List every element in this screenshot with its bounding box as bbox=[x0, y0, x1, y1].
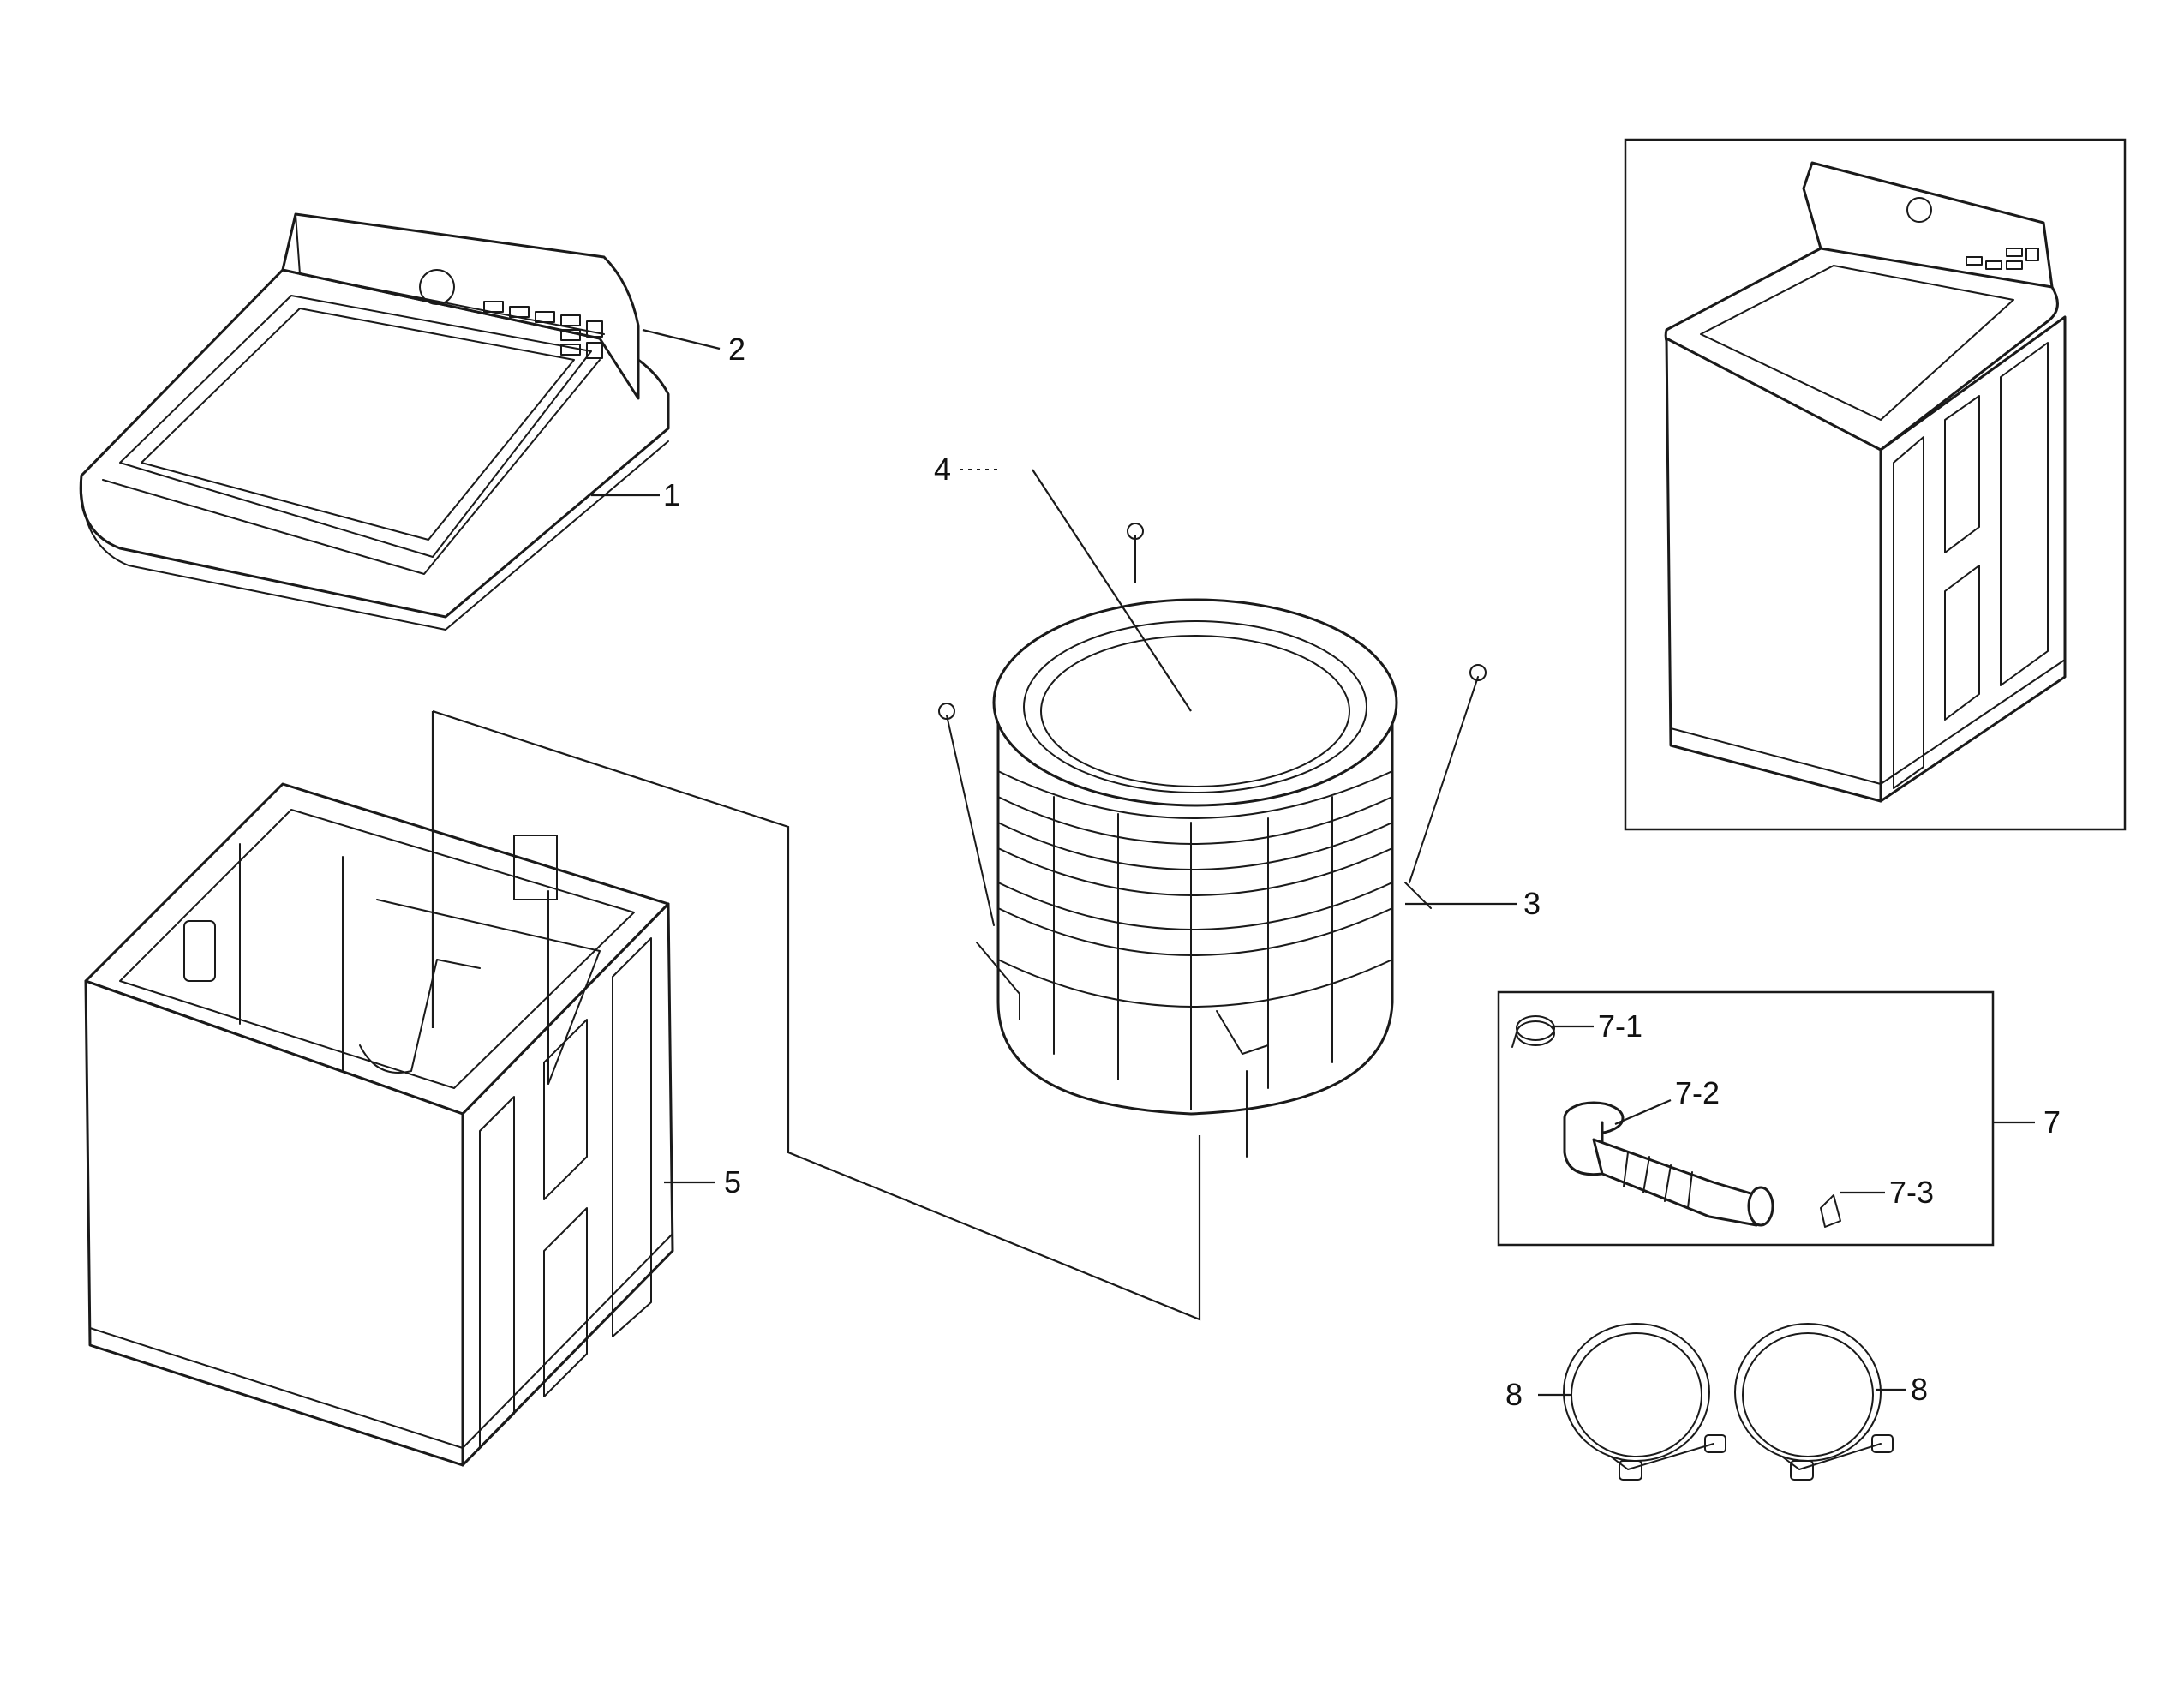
drain-hose-icon bbox=[1563, 1101, 1774, 1227]
callout-7-1: 7-1 bbox=[1598, 1008, 1642, 1044]
washer-tub-assembly-icon[interactable] bbox=[938, 523, 1487, 1158]
leader-2 bbox=[642, 328, 721, 350]
leader-7-2 bbox=[1614, 1098, 1672, 1126]
callout-8-left: 8 bbox=[1505, 1377, 1523, 1412]
washer-assembled-icon bbox=[1664, 161, 2067, 803]
washer-cabinet-icon[interactable] bbox=[84, 782, 674, 1467]
callout-7-2: 7-2 bbox=[1675, 1075, 1720, 1110]
control-panel-icon[interactable] bbox=[281, 212, 640, 400]
callout-3: 3 bbox=[1523, 886, 1541, 921]
washer-top-cover-icon[interactable] bbox=[79, 268, 670, 631]
callout-1: 1 bbox=[663, 477, 680, 512]
callout-8-right: 8 bbox=[1911, 1372, 1928, 1407]
inlet-hose-icon-2 bbox=[1734, 1323, 1894, 1481]
callout-7-3: 7-3 bbox=[1889, 1175, 1934, 1210]
drain-hose-kit-frame bbox=[1497, 990, 1995, 1247]
callout-5: 5 bbox=[724, 1164, 741, 1199]
cabinet-tub-connection-line-2 bbox=[432, 709, 1201, 1321]
callout-2: 2 bbox=[728, 332, 745, 367]
callout-4: 4 bbox=[934, 452, 951, 487]
hose-clamp-small-icon bbox=[1820, 1194, 1841, 1228]
inlet-hose-icon bbox=[1563, 1323, 1726, 1481]
callout-7: 7 bbox=[2043, 1104, 2061, 1140]
hose-clamp-icon bbox=[1511, 1015, 1555, 1048]
leader-4 bbox=[1032, 469, 1192, 712]
assembled-view-frame bbox=[1624, 138, 2127, 831]
